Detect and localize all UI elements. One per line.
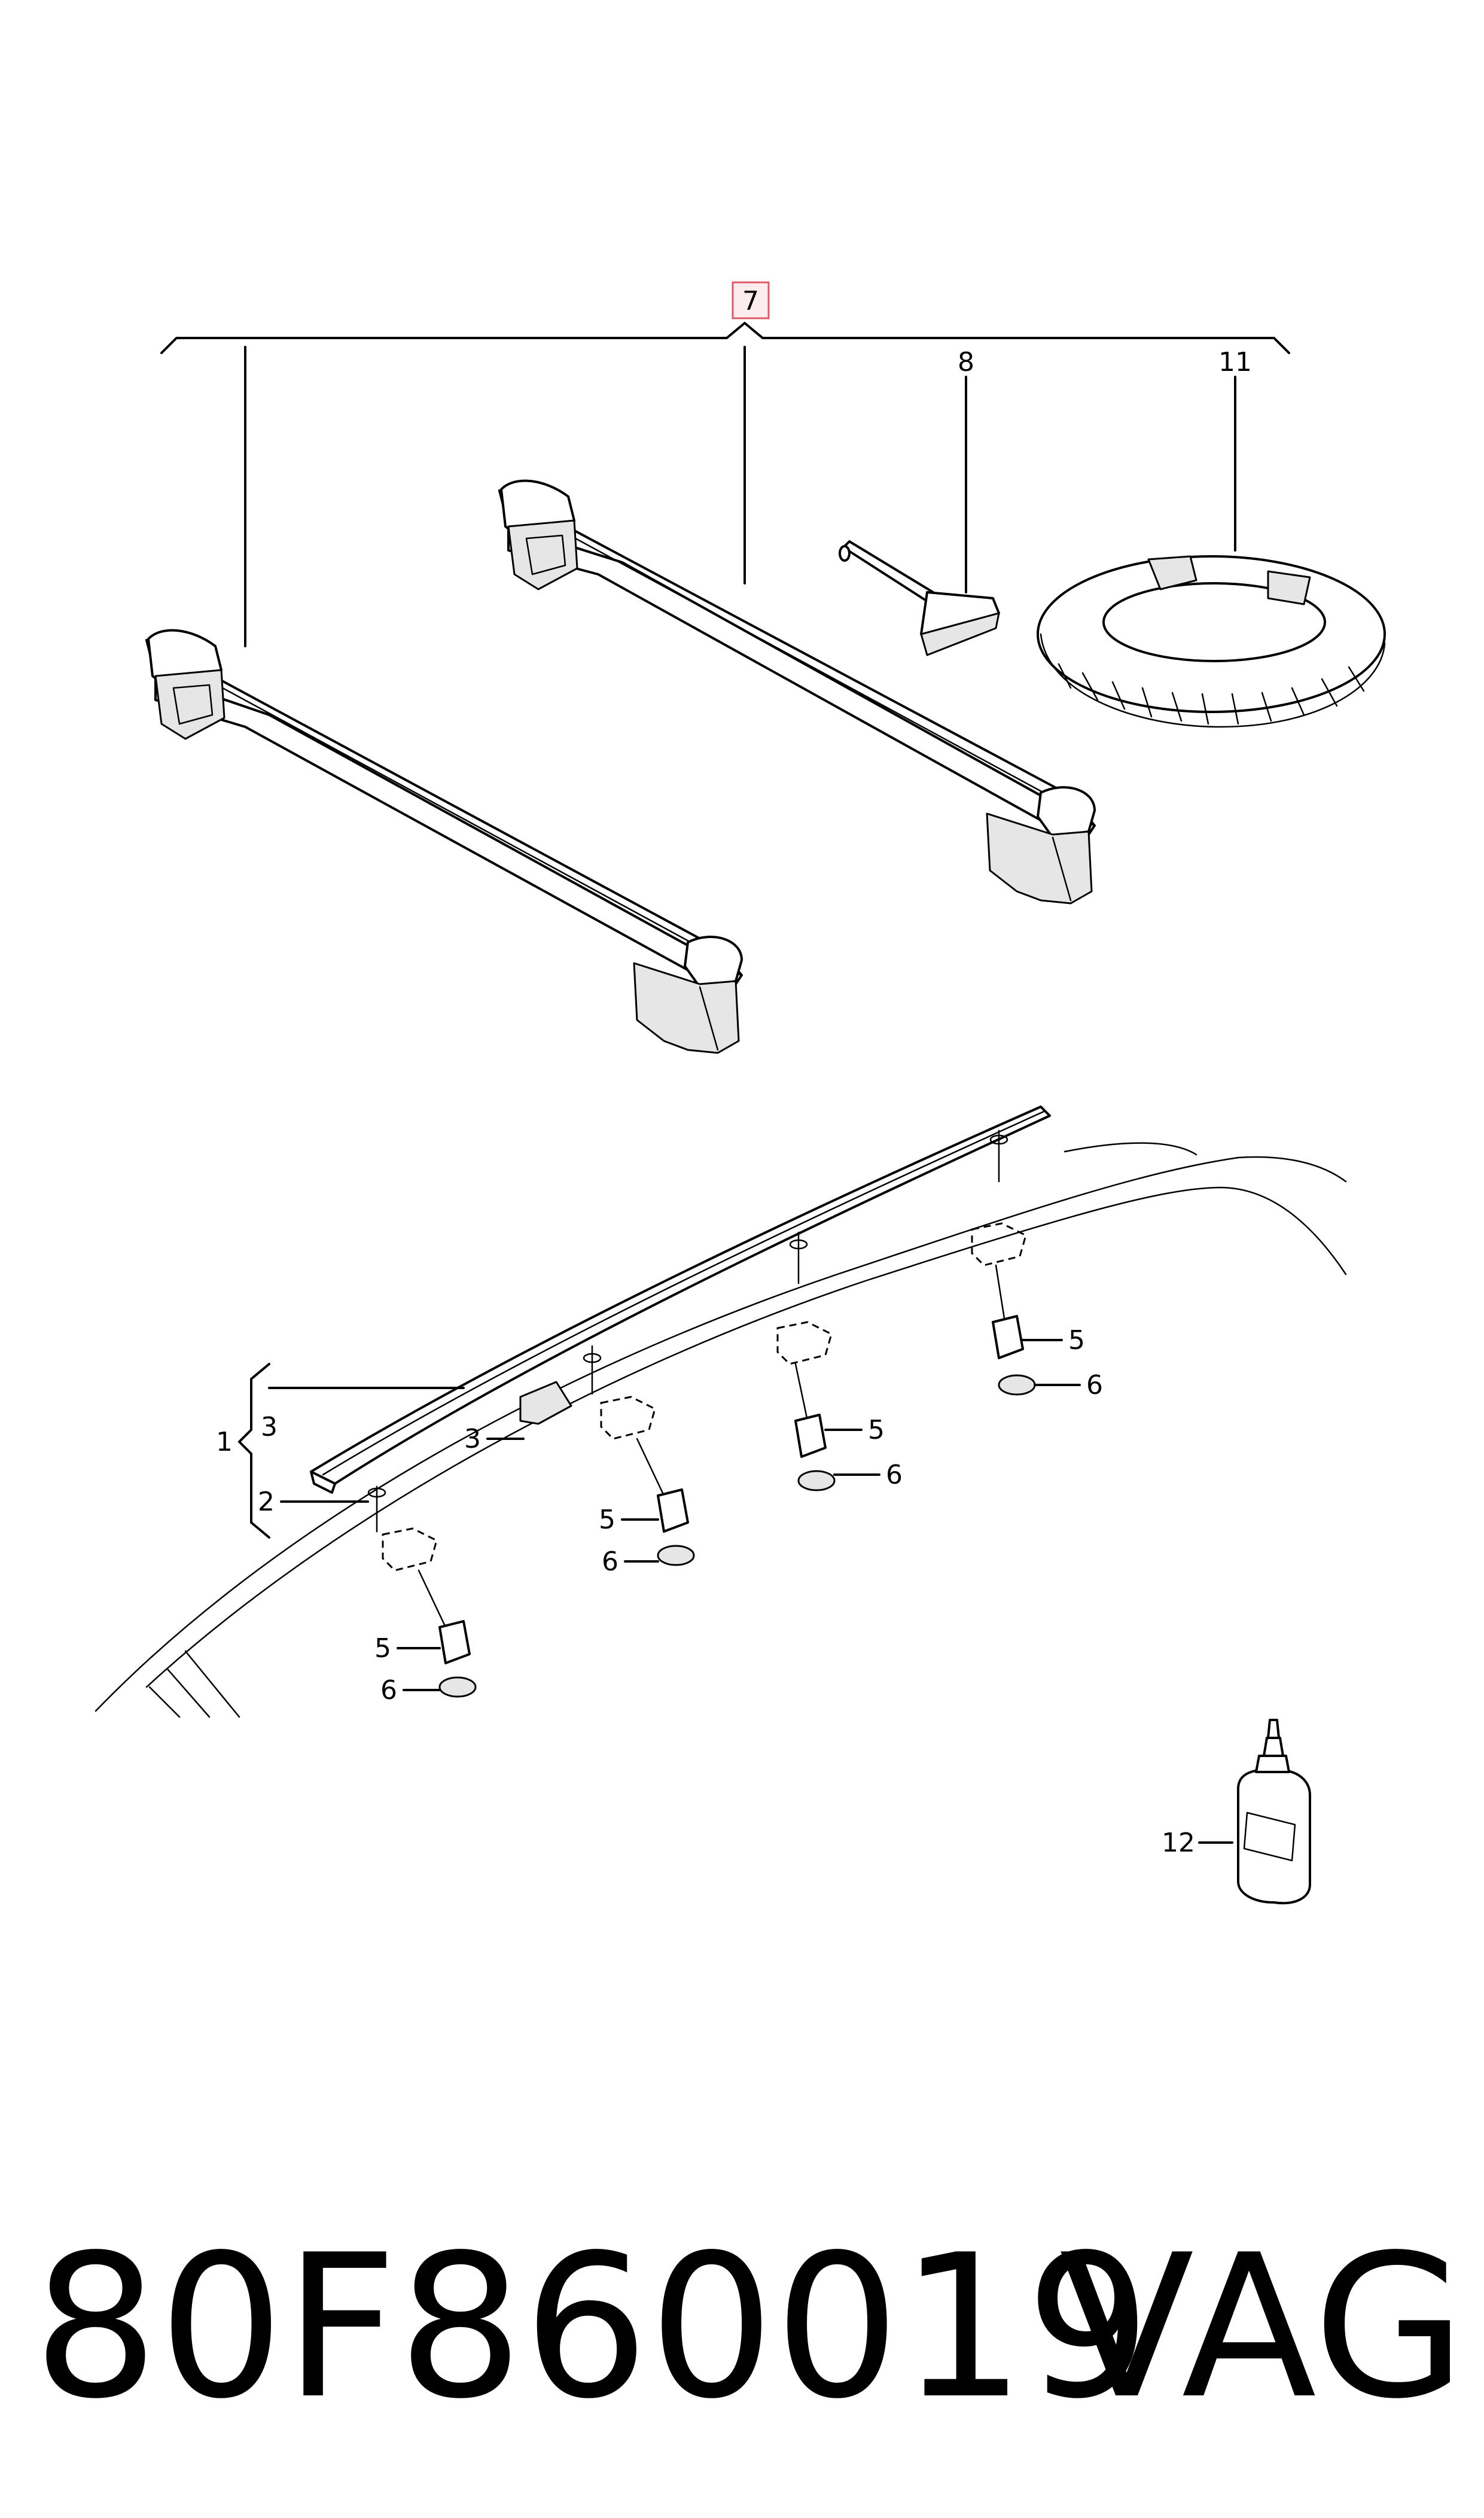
- rail-clip: [519, 1381, 572, 1425]
- callout-5-c[interactable]: 5: [868, 1415, 885, 1445]
- callout-7-highlight[interactable]: [732, 281, 770, 319]
- mounting-tool: 8: [839, 347, 1000, 656]
- rail-assembly-bracket: 1 3 2: [216, 1363, 465, 1539]
- accessory-ring: 11: [1037, 347, 1386, 728]
- callout-6-b[interactable]: 6: [602, 1546, 618, 1577]
- callout-1[interactable]: 1: [216, 1427, 233, 1457]
- part-number: 80F860019: [33, 2212, 1151, 2442]
- adhesive-bottle: 12: [1162, 1719, 1311, 1905]
- fastener-stack-1: [367, 1485, 477, 1698]
- crossbar-set-bracket: 7: [160, 281, 1290, 354]
- roof-rail: [310, 1106, 1051, 1494]
- callout-2[interactable]: 2: [258, 1487, 275, 1517]
- callout-3-clip[interactable]: 3: [464, 1424, 481, 1454]
- callout-8[interactable]: 8: [958, 347, 974, 377]
- car-roof: [95, 1142, 1347, 1718]
- brand-name: VAG: [1059, 2212, 1466, 2442]
- callout-5-b[interactable]: 5: [599, 1505, 615, 1535]
- callout-12[interactable]: 12: [1162, 1828, 1195, 1858]
- fastener-stack-4: [971, 1129, 1036, 1396]
- callout-6-d[interactable]: 6: [1086, 1370, 1103, 1400]
- callout-6-c[interactable]: 6: [886, 1460, 903, 1490]
- callout-5-d[interactable]: 5: [1068, 1325, 1085, 1356]
- fastener-stack-2: [583, 1345, 695, 1566]
- callout-7[interactable]: 7: [742, 286, 759, 316]
- fastener-stack-3: [776, 1231, 836, 1491]
- callout-5-a[interactable]: 5: [374, 1633, 391, 1664]
- callout-6-a[interactable]: 6: [380, 1675, 397, 1706]
- crossbar-upper: [498, 479, 1096, 905]
- callout-3-rail[interactable]: 3: [261, 1412, 278, 1442]
- crossbar-lower: [145, 629, 743, 1054]
- callout-11[interactable]: 11: [1218, 347, 1252, 377]
